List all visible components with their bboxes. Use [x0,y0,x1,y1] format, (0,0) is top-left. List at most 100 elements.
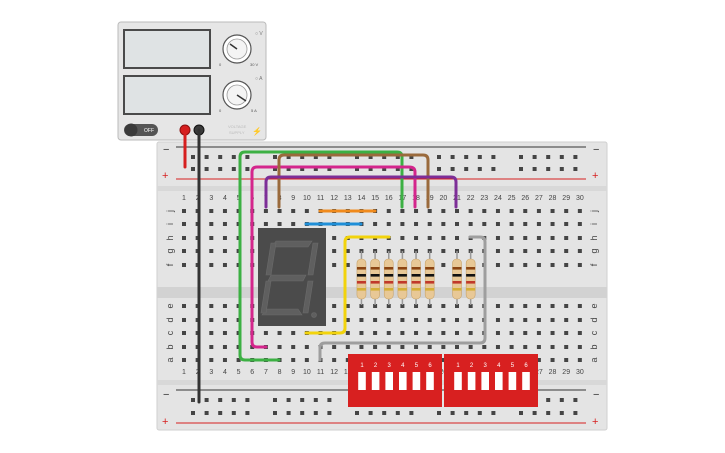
resistor-array[interactable] [356,251,476,305]
breadboard-hole[interactable] [277,209,282,213]
breadboard-hole[interactable] [182,249,186,253]
breadboard-hole[interactable] [400,222,405,226]
breadboard-hole[interactable] [468,304,473,308]
dip-toggle[interactable] [426,372,434,390]
rail-hole[interactable] [477,155,482,159]
rail-hole[interactable] [218,411,223,415]
breadboard-hole[interactable] [222,249,227,253]
breadboard-hole[interactable] [577,358,582,362]
breadboard-hole[interactable] [277,222,282,226]
breadboard-hole[interactable] [400,304,405,308]
breadboard-hole[interactable] [536,358,541,362]
rail-hole[interactable] [464,411,469,415]
rail-hole[interactable] [464,167,469,171]
breadboard-hole[interactable] [482,209,487,213]
rail-hole[interactable] [327,167,332,171]
breadboard-hole[interactable] [373,222,378,226]
breadboard-hole[interactable] [577,331,582,335]
dip-toggle[interactable] [399,372,407,390]
breadboard-hole[interactable] [400,236,405,240]
breadboard-hole[interactable] [345,249,350,253]
breadboard-hole[interactable] [509,236,514,240]
breadboard-hole[interactable] [414,209,419,213]
breadboard-hole[interactable] [386,318,391,322]
rail-hole[interactable] [559,411,564,415]
breadboard-hole[interactable] [536,318,541,322]
breadboard-hole[interactable] [468,331,473,335]
rail-hole[interactable] [368,167,373,171]
breadboard-hole[interactable] [455,222,459,226]
breadboard-hole[interactable] [345,318,350,322]
breadboard-hole[interactable] [468,222,473,226]
breadboard-hole[interactable] [564,209,569,213]
breadboard-hole[interactable] [550,304,555,308]
breadboard-hole[interactable] [441,304,446,308]
wire-green[interactable] [238,150,404,362]
breadboard-hole[interactable] [304,209,309,213]
rail-hole[interactable] [368,411,373,415]
rail-hole[interactable] [218,155,223,159]
breadboard-hole[interactable] [564,249,569,253]
breadboard-hole[interactable] [209,331,214,335]
rail-hole[interactable] [327,411,332,415]
dip-toggle[interactable] [358,372,366,390]
breadboard-hole[interactable] [441,318,446,322]
rail-hole[interactable] [218,167,223,171]
rail-hole[interactable] [382,155,387,159]
rail-hole[interactable] [300,155,305,159]
breadboard-hole[interactable] [345,358,350,362]
current-knob[interactable] [222,80,252,110]
breadboard-hole[interactable] [345,263,350,267]
breadboard-hole[interactable] [509,331,514,335]
breadboard-hole[interactable] [400,345,405,349]
breadboard-hole[interactable] [400,209,405,213]
breadboard-hole[interactable] [414,222,419,226]
rail-hole[interactable] [382,411,387,415]
breadboard-hole[interactable] [550,358,555,362]
breadboard-hole[interactable] [386,331,391,335]
breadboard-hole[interactable] [577,209,582,213]
rail-hole[interactable] [409,411,414,415]
rail-hole[interactable] [573,398,578,402]
breadboard-hole[interactable] [536,209,541,213]
breadboard-hole[interactable] [291,358,296,362]
breadboard-hole[interactable] [414,345,419,349]
breadboard-hole[interactable] [222,345,227,349]
breadboard-hole[interactable] [182,263,186,267]
rail-hole[interactable] [491,167,496,171]
rail-hole[interactable] [464,155,469,159]
rail-hole[interactable] [546,411,551,415]
breadboard-hole[interactable] [427,345,432,349]
breadboard-hole[interactable] [373,345,378,349]
breadboard-hole[interactable] [536,236,541,240]
breadboard-hole[interactable] [550,249,555,253]
dip-toggle[interactable] [467,372,476,390]
breadboard-hole[interactable] [209,304,214,308]
breadboard-hole[interactable] [182,236,186,240]
dip-toggle[interactable] [371,372,380,390]
rail-hole[interactable] [313,411,318,415]
rail-hole[interactable] [273,155,277,159]
breadboard-hole[interactable] [550,331,555,335]
wires[interactable] [183,128,487,404]
rail-hole[interactable] [519,167,523,171]
breadboard-hole[interactable] [222,331,227,335]
wire-yellow[interactable] [304,235,391,335]
breadboard-hole[interactable] [509,304,514,308]
rail-hole[interactable] [450,411,455,415]
breadboard-hole[interactable] [427,222,432,226]
rail-hole[interactable] [204,167,209,171]
breadboard-hole[interactable] [291,222,296,226]
rail-hole[interactable] [532,155,537,159]
breadboard-hole[interactable] [564,236,569,240]
dip-toggle[interactable] [454,372,462,390]
breadboard-hole[interactable] [414,304,419,308]
breadboard-hole[interactable] [495,236,500,240]
breadboard-hole[interactable] [468,209,473,213]
breadboard-hole[interactable] [509,209,514,213]
breadboard-hole[interactable] [209,222,214,226]
rail-hole[interactable] [559,167,564,171]
power-supply[interactable]: ○ V ○ A 0 30 V 0 5 A OFF VOLTAGE SUPPLY … [117,21,267,141]
breadboard-hole[interactable] [182,318,186,322]
rail-hole[interactable] [313,398,318,402]
